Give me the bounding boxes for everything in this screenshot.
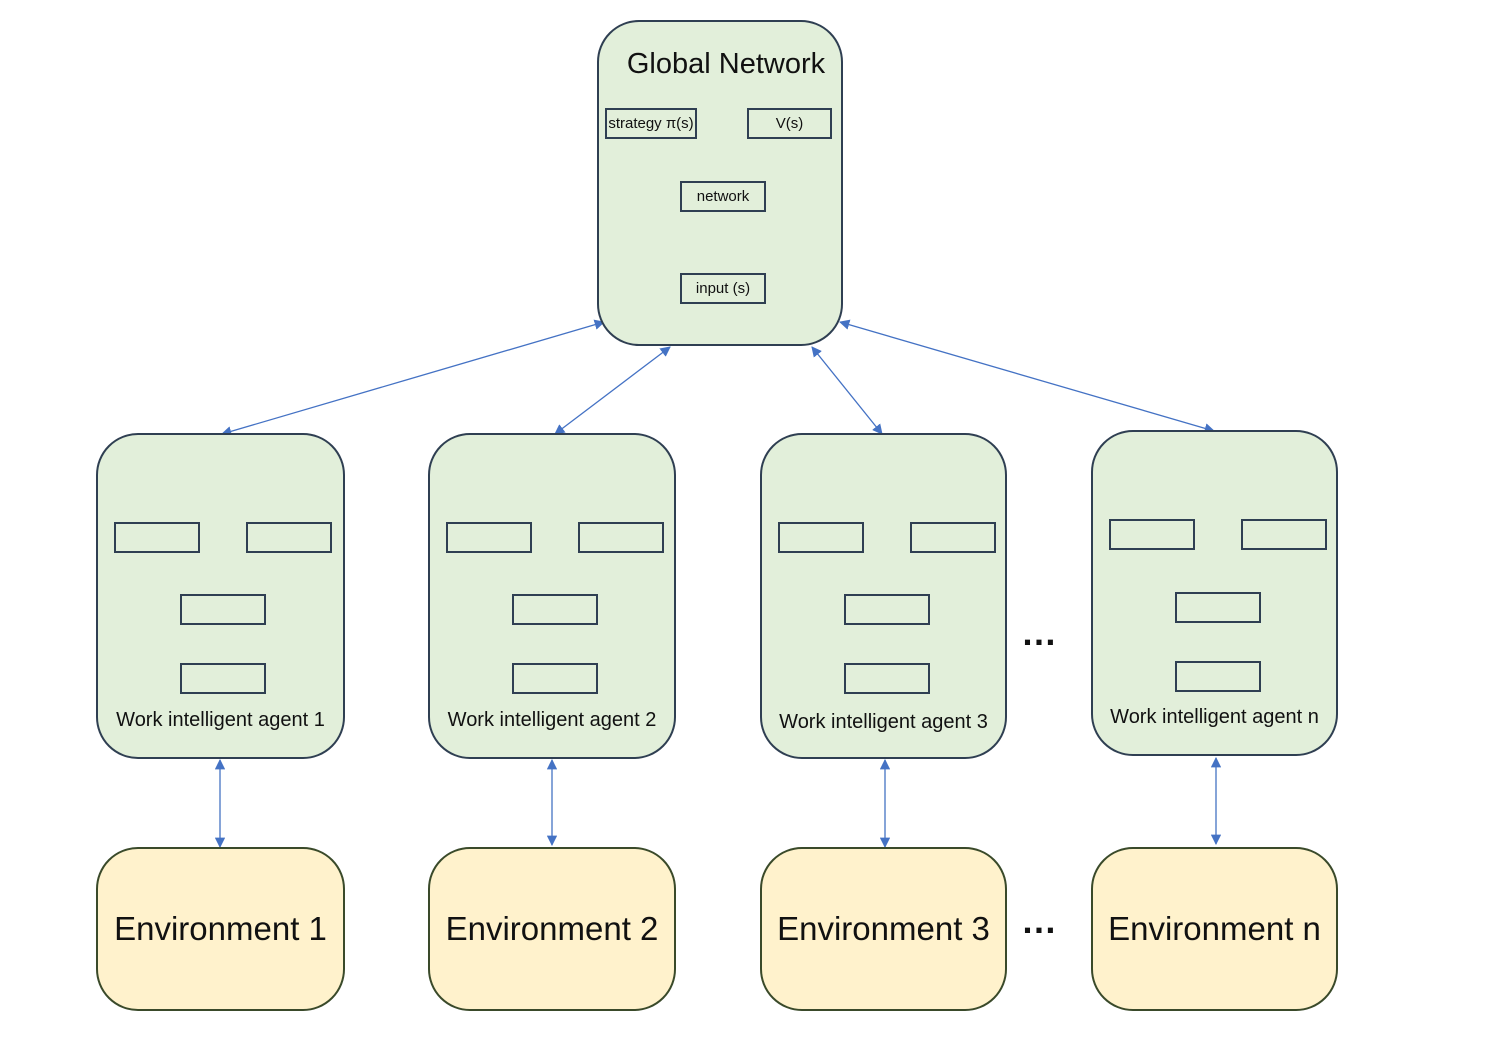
agent-node-1: Work intelligent agent 1 <box>96 433 345 759</box>
arrow-global-agent-n <box>839 319 1215 434</box>
strategy-box: strategy π(s) <box>605 108 697 139</box>
agent-node-2: Work intelligent agent 2 <box>428 433 676 759</box>
environment-label: Environment 1 <box>114 910 327 947</box>
agent-inner-box-strategy <box>114 522 200 553</box>
agent-label: Work intelligent agent n <box>1110 706 1319 728</box>
agent-inner-box-network <box>1175 592 1261 623</box>
input-box: input (s) <box>680 273 766 304</box>
agent-inner-box-value <box>1241 519 1327 550</box>
agent-inner-box-network <box>844 594 930 625</box>
network-box: network <box>680 181 766 212</box>
agent-inner-box-strategy <box>446 522 532 553</box>
agent-inner-box-input <box>512 663 598 694</box>
agent-inner-box-input <box>1175 661 1261 692</box>
agent-node-3: Work intelligent agent 3 <box>760 433 1007 759</box>
agents-ellipsis: … <box>1021 612 1063 653</box>
arrow-global-agent-2 <box>554 346 671 435</box>
environment-node-1: Environment 1 <box>96 847 345 1011</box>
value-box: V(s) <box>747 108 832 139</box>
global-network-node: Global Network strategy π(s) V(s) networ… <box>597 20 843 346</box>
agent-node-n: Work intelligent agent n <box>1091 430 1338 756</box>
global-network-title: Global Network <box>626 48 826 80</box>
agent-inner-box-value <box>578 522 664 553</box>
agent-inner-box-network <box>180 594 266 625</box>
agent-inner-box-input <box>180 663 266 694</box>
environments-ellipsis: … <box>1021 900 1063 941</box>
environment-label: Environment 3 <box>777 910 990 947</box>
agent-inner-box-strategy <box>778 522 864 553</box>
agent-inner-box-value <box>246 522 332 553</box>
agent-inner-box-network <box>512 594 598 625</box>
environment-node-3: Environment 3 <box>760 847 1007 1011</box>
agent-label: Work intelligent agent 3 <box>779 711 988 733</box>
arrow-global-agent-3 <box>811 346 883 435</box>
agent-inner-box-strategy <box>1109 519 1195 550</box>
arrow-global-agent-1 <box>221 319 605 437</box>
environment-node-2: Environment 2 <box>428 847 676 1011</box>
agent-label: Work intelligent agent 2 <box>447 709 657 731</box>
agent-inner-box-value <box>910 522 996 553</box>
environment-label: Environment n <box>1108 910 1321 947</box>
environment-label: Environment 2 <box>445 910 659 947</box>
agent-inner-box-input <box>844 663 930 694</box>
agent-label: Work intelligent agent 1 <box>116 709 325 731</box>
environment-node-n: Environment n <box>1091 847 1338 1011</box>
